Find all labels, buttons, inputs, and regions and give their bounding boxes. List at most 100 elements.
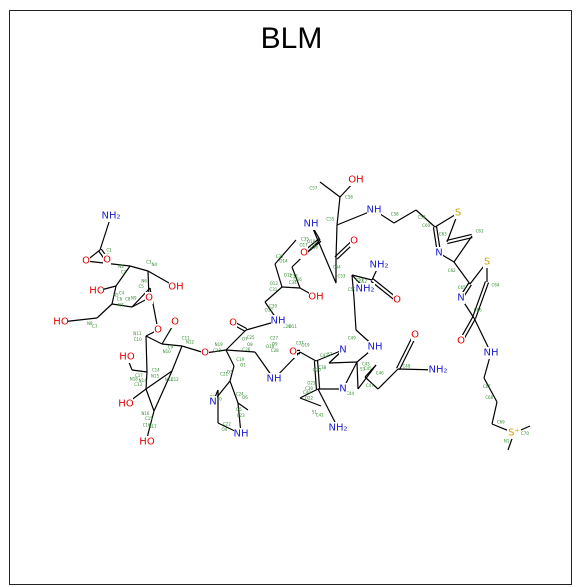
atom-label-nh2c: NH₂: [355, 284, 374, 295]
atom-label-n_tz2: N: [457, 293, 464, 304]
single-bond: [415, 209, 436, 228]
image-frame: [9, 10, 572, 585]
atom-index-label: C10: [134, 337, 142, 342]
single-bond: [364, 364, 377, 378]
atom-label-nh3: NH: [267, 374, 282, 385]
single-bond: [274, 263, 283, 288]
atom-index-label: C58: [391, 212, 399, 217]
atom-index-label: N14: [139, 378, 148, 383]
atom-label-n_im1: N: [209, 397, 216, 408]
atom-index-label: O7: [242, 336, 248, 341]
single-bond: [299, 351, 317, 362]
atom-knockout: [82, 255, 90, 267]
single-bond: [335, 224, 338, 259]
atom-index-label: C68: [485, 395, 493, 400]
atom-index-label: C29: [283, 324, 291, 329]
atom-index-label: O22: [305, 395, 314, 400]
atom-label-o4: O: [154, 325, 162, 336]
atom-index-label: C38: [318, 365, 326, 370]
atom-index-label: N9: [131, 296, 137, 301]
atom-label-o8: O: [300, 248, 308, 259]
atom-knockout: [103, 254, 111, 266]
atom-index-label: N8: [87, 321, 93, 326]
atom-index-label: C27: [270, 336, 278, 341]
atom-index-label: C23: [237, 413, 245, 418]
atom-index-label: N3: [118, 264, 124, 269]
atom-index-label: N19: [215, 342, 224, 347]
single-bond: [229, 365, 235, 382]
atom-index-label: C7: [92, 324, 98, 329]
double-bond: [398, 335, 417, 370]
atom-index-label: C31: [269, 287, 277, 292]
atom-index-label: O13: [270, 281, 279, 286]
single-bond: [353, 297, 357, 331]
atom-index-label: O12: [265, 308, 274, 313]
atom-index-label: C16: [143, 423, 151, 428]
atom-index-label: C55: [326, 216, 334, 221]
atom-label-n_pyr1: N: [339, 345, 346, 356]
atom-index-label: N5: [113, 292, 119, 297]
atom-label-o2: O: [103, 255, 111, 266]
atom-index-label: N17: [149, 424, 158, 429]
atom-index-label: C14: [152, 367, 160, 372]
atom-knockout: [349, 174, 363, 186]
single-bond: [225, 329, 247, 351]
atom-index-label: C11: [182, 335, 190, 340]
atom-label-o1: O: [82, 256, 90, 267]
atom-index-label: C66: [474, 307, 482, 312]
single-bond: [129, 265, 149, 272]
single-bond: [393, 209, 417, 224]
atom-knockout: [300, 247, 308, 259]
single-bond: [315, 349, 344, 362]
atom-index-label: C8: [125, 297, 131, 302]
atom-index-label: O16: [294, 277, 303, 282]
single-bond: [453, 261, 471, 285]
atom-index-label: C22: [223, 422, 231, 427]
atom-knockout: [304, 218, 318, 230]
atom-index-label: C69: [497, 419, 505, 424]
atom-index-label: C15: [145, 416, 153, 421]
atom-index-label: N15: [151, 373, 160, 378]
atom-index-label: C26: [242, 347, 250, 352]
single-bond: [237, 402, 249, 411]
atom-index-label: C45: [364, 366, 372, 371]
atom-index-label: O4: [221, 427, 227, 432]
atom-index-label: N11: [133, 331, 142, 336]
atom-index-label: C32: [276, 254, 284, 259]
single-bond: [131, 369, 148, 373]
atom-knockout: [90, 285, 104, 297]
atom-index-label: N12: [186, 340, 195, 345]
atom-knockout: [457, 292, 465, 304]
atom-knockout: [101, 210, 121, 222]
atom-index-label: C47: [366, 383, 374, 388]
atom-index-label: O17: [299, 242, 308, 247]
atom-index-label: C46: [376, 371, 384, 376]
single-bond: [310, 223, 337, 284]
atom-index-label: N13: [165, 377, 174, 382]
atom-index-label: S3: [360, 367, 366, 372]
double-bond: [446, 233, 472, 242]
double-bond: [471, 281, 487, 318]
single-bond: [147, 410, 155, 435]
single-bond: [356, 361, 359, 390]
double-bond: [316, 360, 321, 389]
atom-knockout: [54, 316, 68, 328]
atom-index-label: O9: [272, 342, 278, 347]
atom-index-label: C50: [348, 287, 356, 292]
single-bond: [291, 266, 301, 289]
atom-index-label: C52: [359, 279, 367, 284]
atom-knockout: [289, 346, 297, 358]
atom-knockout: [483, 256, 491, 268]
atom-index-label: C65: [458, 285, 466, 290]
atom-label-s1: S: [455, 208, 461, 219]
atom-label-o13: O: [457, 336, 465, 347]
atom-knockout: [367, 204, 381, 216]
atom-index-label: C12: [171, 377, 179, 382]
atom-index-label: C43: [362, 362, 370, 367]
atom-index-label: C17: [135, 373, 143, 378]
atom-knockout: [229, 317, 237, 329]
atom-index-label: C3: [146, 260, 152, 265]
atom-knockout: [169, 281, 183, 293]
atom-label-o12: O: [350, 236, 358, 247]
